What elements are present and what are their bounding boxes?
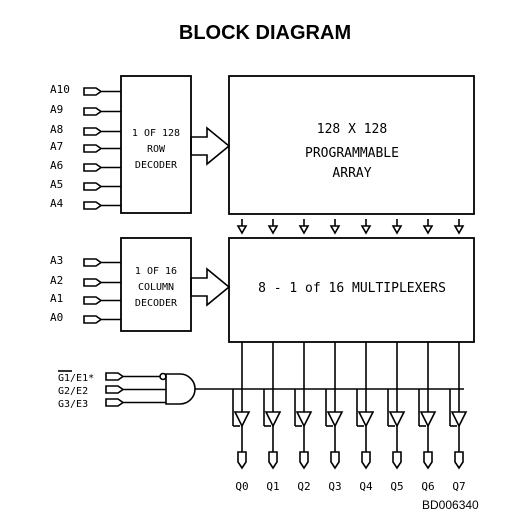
multiplexers-label: 8 - 1 of 16 MULTIPLEXERS xyxy=(258,281,446,296)
array-to-mux-arrows xyxy=(236,219,465,235)
input-label-a0: A0 xyxy=(50,311,63,324)
row-decoder-line2: ROW xyxy=(147,144,166,155)
output-label-q1: Q1 xyxy=(266,480,279,493)
row-decoder-line1: 1 OF 128 xyxy=(132,128,180,139)
output-buffers: Q0 Q1 Q2 Q3 xyxy=(232,342,468,493)
input-label-a1: A1 xyxy=(50,292,63,305)
input-label-a3: A3 xyxy=(50,254,63,267)
array-line3: ARRAY xyxy=(332,166,371,181)
programmable-array: 128 X 128 PROGRAMMABLE ARRAY xyxy=(228,75,475,215)
column-decoder-to-mux-arrow xyxy=(190,267,231,307)
row-decoder-line3: DECODER xyxy=(135,160,178,171)
output-label-q7: Q7 xyxy=(452,480,465,493)
enable-logic: G1/E1* G2/E2 G3/E3 xyxy=(58,370,464,410)
output-q2: Q2 xyxy=(294,342,313,493)
input-label-a7: A7 xyxy=(50,140,63,153)
output-label-q2: Q2 xyxy=(297,480,310,493)
row-decoder: 1 OF 128 ROW DECODER xyxy=(120,75,192,214)
output-q5: Q5 xyxy=(387,342,406,493)
output-q6: Q6 xyxy=(418,342,437,493)
output-label-q3: Q3 xyxy=(328,480,341,493)
input-label-a4: A4 xyxy=(50,197,64,210)
enable-label-g1: G1/E1* xyxy=(58,373,94,384)
array-line2: PROGRAMMABLE xyxy=(305,146,399,161)
array-line1: 128 X 128 xyxy=(317,122,387,137)
and-gate xyxy=(165,373,196,405)
multiplexers: 8 - 1 of 16 MULTIPLEXERS xyxy=(228,237,475,343)
output-label-q0: Q0 xyxy=(235,480,248,493)
column-address-inputs: A3 A2 A1 A0 xyxy=(50,254,121,324)
output-label-q5: Q5 xyxy=(390,480,403,493)
column-decoder-line1: 1 OF 16 xyxy=(135,266,177,277)
figure-code: BD006340 xyxy=(422,498,479,512)
input-label-a2: A2 xyxy=(50,274,63,287)
output-q0: Q0 xyxy=(232,342,251,493)
output-label-q6: Q6 xyxy=(421,480,434,493)
column-decoder-line3: DECODER xyxy=(135,298,178,309)
output-q3: Q3 xyxy=(325,342,344,493)
row-address-inputs: A10 A9 A8 A7 A6 A5 A4 xyxy=(50,83,121,210)
output-q4: Q4 xyxy=(356,342,375,493)
input-label-a8: A8 xyxy=(50,123,63,136)
input-label-a10: A10 xyxy=(50,83,70,96)
input-label-a5: A5 xyxy=(50,178,63,191)
enable-label-g2: G2/E2 xyxy=(58,386,88,397)
column-decoder-line2: COLUMN xyxy=(138,282,174,293)
diagram-title: BLOCK DIAGRAM xyxy=(178,22,352,44)
input-label-a9: A9 xyxy=(50,103,63,116)
enable-label-g3: G3/E3 xyxy=(58,399,88,410)
output-q1: Q1 xyxy=(263,342,282,493)
column-decoder: 1 OF 16 COLUMN DECODER xyxy=(120,237,192,332)
input-label-a6: A6 xyxy=(50,159,63,172)
output-label-q4: Q4 xyxy=(359,480,373,493)
output-q7: Q7 xyxy=(449,342,468,493)
row-decoder-to-array-arrow xyxy=(190,126,231,166)
